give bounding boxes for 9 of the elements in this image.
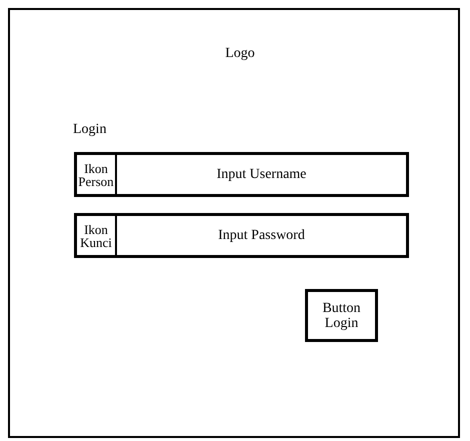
input-field — [74, 213, 409, 258]
login-button: Button Login — [305, 289, 378, 342]
input-field — [74, 152, 409, 197]
placeholder-text: Logo — [225, 46, 255, 62]
icon-placeholder: Ikon Kunci — [77, 216, 117, 255]
section-heading: Login — [73, 122, 106, 138]
field-placeholder: Input Username — [216, 166, 308, 182]
field-placeholder: Input Password — [217, 228, 306, 244]
icon-placeholder: Ikon Person — [77, 155, 117, 194]
